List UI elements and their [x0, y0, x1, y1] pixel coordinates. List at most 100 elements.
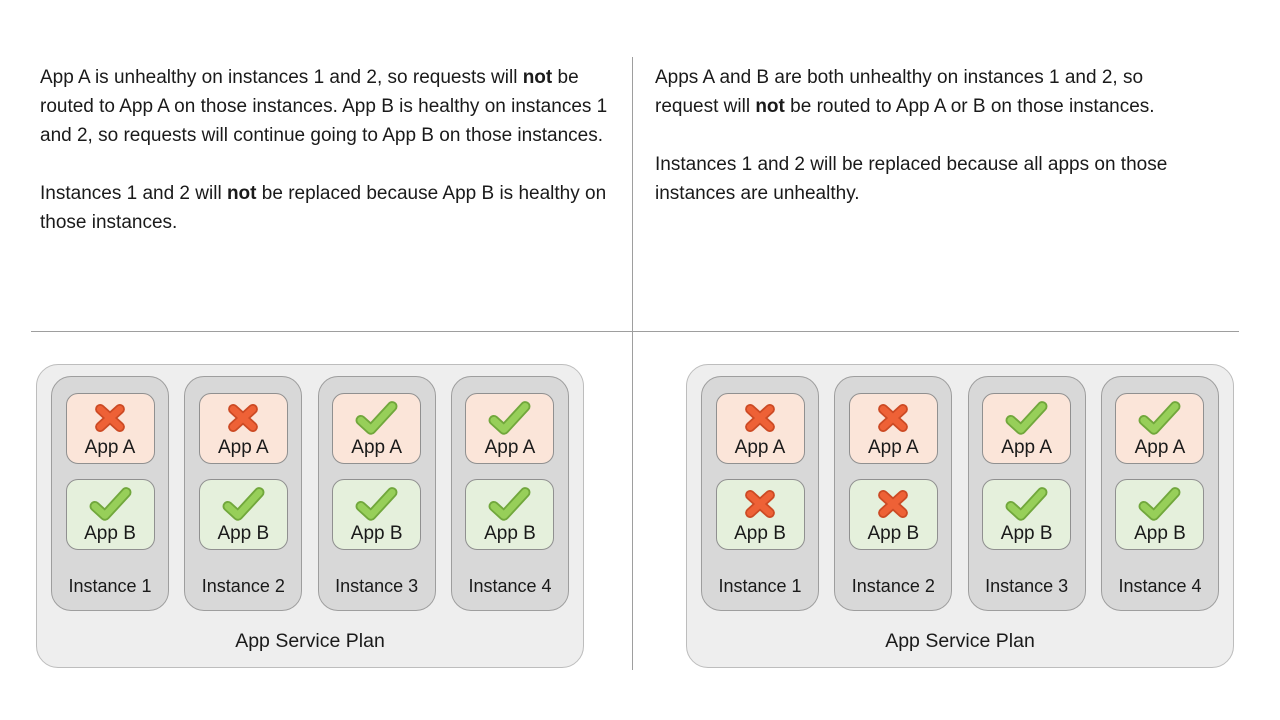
cross-icon [745, 489, 775, 518]
app-a-box: App A [332, 393, 422, 464]
vertical-divider [632, 57, 633, 670]
check-icon [1139, 487, 1181, 521]
app-label: App B [217, 523, 270, 544]
app-a-box: App A [1115, 393, 1205, 464]
app-label: App A [734, 437, 786, 458]
app-a-box: App A [715, 393, 805, 464]
app-b-box: App B [982, 479, 1072, 550]
check-icon [355, 487, 398, 521]
app-label: App A [351, 437, 403, 458]
check-icon [489, 487, 531, 521]
cross-icon [878, 489, 909, 518]
check-icon [222, 487, 265, 521]
paragraph: Instances 1 and 2 will not be replaced b… [40, 179, 612, 237]
paragraph: Apps A and B are both unhealthy on insta… [655, 63, 1203, 121]
app-label: App B [1000, 523, 1053, 544]
right-caption: Apps A and B are both unhealthy on insta… [655, 63, 1203, 208]
app-label: App A [84, 437, 136, 458]
plan-label: App Service Plan [885, 630, 1035, 652]
app-service-plan-left: App A App B Instance 1 App A [36, 364, 584, 668]
horizontal-divider [31, 331, 1239, 332]
instance-label: Instance 1 [68, 576, 152, 596]
caption-text: be routed to App A or B on those instanc… [784, 96, 1155, 117]
paragraph: Instances 1 and 2 will be replaced becau… [655, 150, 1203, 208]
app-status-icon [1137, 480, 1182, 523]
app-label: App A [867, 437, 919, 458]
app-status-icon [92, 394, 128, 437]
app-label: App A [1001, 437, 1053, 458]
caption-text: Apps A and B are both unhealthy on insta… [655, 67, 1144, 117]
paragraph: App A is unhealthy on instances 1 and 2,… [40, 63, 612, 150]
instance-4: App A App B Instance 4 [450, 376, 569, 611]
instance-1: App A App B Instance 1 [51, 376, 169, 611]
app-b-box: App B [1115, 479, 1205, 550]
instance-row: App A App B Instance 1 App A [37, 365, 583, 611]
instance-3: App A App B Instance 3 [967, 376, 1086, 611]
app-label: App B [484, 523, 536, 544]
left-caption: App A is unhealthy on instances 1 and 2,… [40, 63, 612, 237]
check-icon [355, 401, 398, 435]
app-status-icon [742, 480, 778, 523]
app-status-icon [487, 480, 532, 523]
app-b-box: App B [332, 479, 422, 550]
app-label: App B [734, 523, 786, 544]
app-status-icon [487, 394, 532, 437]
instance-3: App A App B Instance 3 [317, 376, 436, 611]
instance-label: Instance 3 [985, 576, 1069, 596]
app-label: App B [84, 523, 136, 544]
instance-label: Instance 4 [468, 576, 552, 596]
app-service-plan-right: App A App B Instance 1 App A [686, 364, 1234, 668]
app-b-box: App B [65, 479, 155, 550]
caption-text-bold: not [522, 67, 553, 88]
caption-text: Instances 1 and 2 will [40, 183, 227, 204]
instance-row: App A App B Instance 1 App A [687, 365, 1233, 611]
app-label: App A [1134, 437, 1186, 458]
caption-text: be routed to App A on those instances. A… [40, 67, 608, 146]
instance-2: App A App B Instance 2 [834, 376, 953, 611]
check-icon [89, 487, 131, 521]
app-a-box: App A [848, 393, 938, 464]
caption-text-bold: not [755, 96, 785, 117]
app-status-icon [354, 480, 399, 523]
instance-4: App A App B Instance 4 [1100, 376, 1219, 611]
instance-label: Instance 2 [851, 576, 935, 596]
cross-icon [228, 403, 259, 432]
cross-icon [878, 403, 909, 432]
app-label: App B [867, 523, 920, 544]
app-status-icon [875, 394, 911, 437]
app-status-icon [225, 394, 261, 437]
app-b-box: App B [715, 479, 805, 550]
app-status-icon [88, 480, 133, 523]
instance-1: App A App B Instance 1 [701, 376, 819, 611]
cross-icon [95, 403, 125, 432]
instance-2: App A App B Instance 2 [184, 376, 303, 611]
app-status-icon [354, 394, 399, 437]
app-label: App B [1134, 523, 1186, 544]
app-b-box: App B [465, 479, 555, 550]
check-icon [1005, 401, 1048, 435]
app-status-icon [1004, 394, 1049, 437]
app-status-icon [875, 480, 911, 523]
caption-text-bold: not [226, 183, 257, 204]
instance-label: Instance 2 [201, 576, 285, 596]
app-b-box: App B [198, 479, 288, 550]
check-icon [489, 401, 531, 435]
caption-text: be replaced because App B is healthy on … [40, 183, 607, 233]
check-icon [1139, 401, 1181, 435]
plan-label: App Service Plan [235, 630, 385, 652]
app-a-box: App A [465, 393, 555, 464]
app-status-icon [1137, 394, 1182, 437]
app-a-box: App A [982, 393, 1072, 464]
app-label: App A [484, 437, 536, 458]
app-status-icon [1004, 480, 1049, 523]
app-label: App A [217, 437, 269, 458]
check-icon [1005, 487, 1048, 521]
app-a-box: App A [198, 393, 288, 464]
cross-icon [745, 403, 775, 432]
caption-text: App A is unhealthy on instances 1 and 2,… [40, 67, 523, 88]
instance-label: Instance 4 [1118, 576, 1202, 596]
app-a-box: App A [65, 393, 155, 464]
app-b-box: App B [848, 479, 938, 550]
app-label: App B [350, 523, 403, 544]
app-status-icon [221, 480, 266, 523]
